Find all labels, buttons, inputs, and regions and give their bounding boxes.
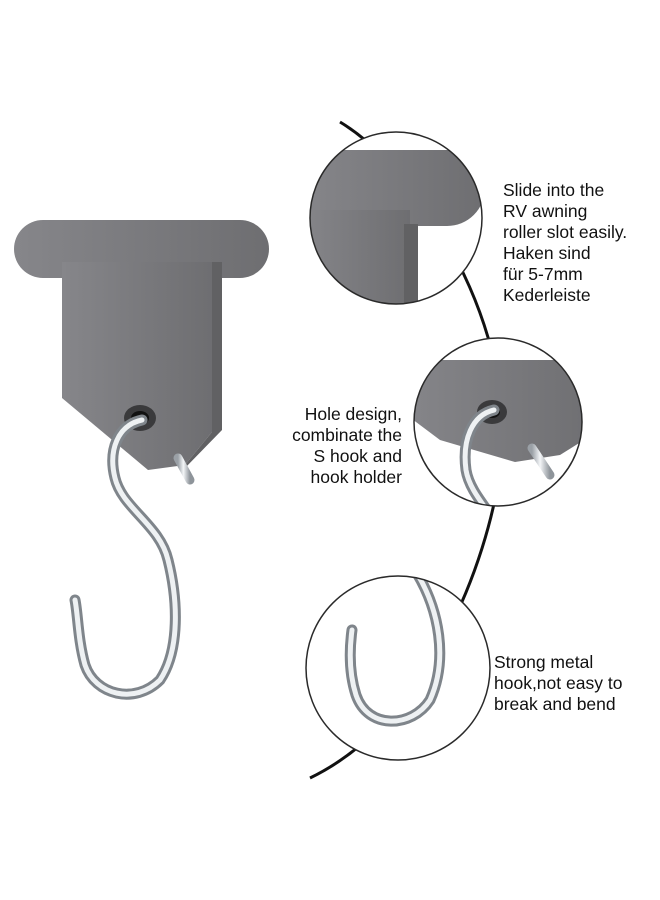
callout-line: roller slot easily. — [503, 222, 628, 242]
callout-line: S hook and — [313, 446, 402, 466]
callout-line: Slide into the — [503, 180, 605, 200]
callout-line: Kederleiste — [503, 285, 591, 305]
callout-line: combinate the — [292, 425, 402, 445]
hook-detail — [305, 575, 491, 761]
hook-callout-text: Strong metal hook,not easy to break and … — [494, 652, 622, 715]
callout-line: für 5-7mm — [503, 264, 583, 284]
callout-line: hook,not easy to — [494, 673, 623, 693]
slot-callout-text: Slide into the RV awning roller slot eas… — [503, 180, 627, 306]
callout-line: Haken sind — [503, 243, 591, 263]
hole-detail — [413, 337, 583, 507]
callout-line: hook holder — [310, 467, 402, 487]
callout-line: break and bend — [494, 694, 616, 714]
callout-line: Hole design, — [304, 404, 402, 424]
awning-hook-holder-icon — [14, 220, 269, 485]
callout-line: Strong metal — [494, 652, 594, 672]
s-hook-icon — [69, 414, 181, 700]
callout-line: RV awning — [503, 201, 588, 221]
hole-callout-text: Hole design, combinate the S hook and ho… — [262, 404, 402, 488]
slot-tab-detail — [309, 131, 483, 305]
